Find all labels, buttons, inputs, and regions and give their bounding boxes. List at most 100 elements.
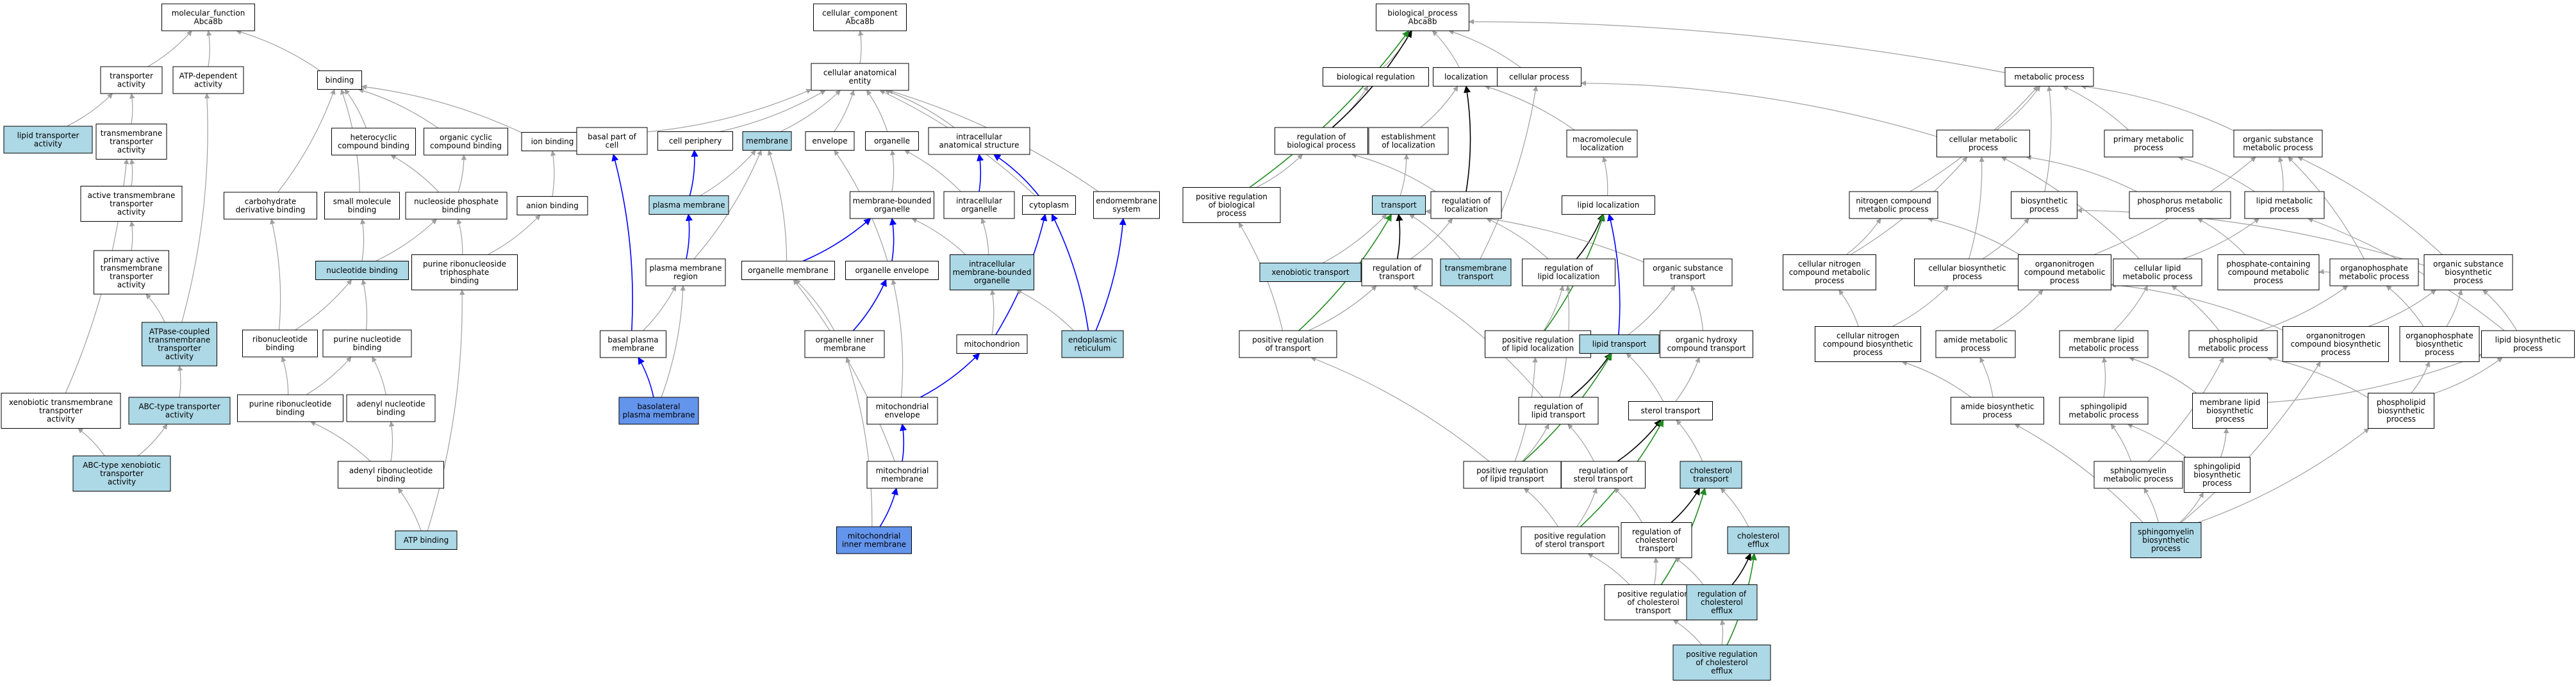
node-atp-binding[interactable]: ATP binding bbox=[395, 531, 458, 550]
node-metabolic-process[interactable]: metabolic process bbox=[2004, 67, 2094, 87]
node-xenobiotic-transport[interactable]: xenobiotic transport bbox=[1259, 263, 1362, 282]
node-envelope[interactable]: envelope bbox=[805, 131, 855, 151]
node-organelle[interactable]: organelle bbox=[865, 131, 919, 151]
node-lipid-transport[interactable]: lipid transport bbox=[1579, 334, 1660, 354]
node-mitochondrion[interactable]: mitochondrion bbox=[956, 334, 1028, 354]
node-membrane[interactable]: membrane bbox=[742, 131, 792, 151]
node-plasma-membrane[interactable]: plasma membrane bbox=[648, 195, 729, 215]
node-ion-binding[interactable]: ion binding bbox=[521, 132, 584, 151]
node-nucleotide-binding[interactable]: nucleotide binding bbox=[315, 261, 409, 280]
node-cytoplasm[interactable]: cytoplasm bbox=[1022, 195, 1076, 215]
node-primary-active-transmembrane-transporter-activity[interactable]: primary activetransmembranetransporterac… bbox=[94, 250, 169, 295]
node-biological-regulation[interactable]: biological regulation bbox=[1323, 67, 1429, 87]
node-localization[interactable]: localization bbox=[1433, 67, 1499, 87]
node-sterol-transport[interactable]: sterol transport bbox=[1628, 401, 1713, 420]
node-cellular-process[interactable]: cellular process bbox=[1497, 67, 1581, 87]
node-organelle-membrane[interactable]: organelle membrane bbox=[741, 261, 835, 280]
node-transport[interactable]: transport bbox=[1372, 195, 1426, 215]
node-lipid-localization[interactable]: lipid localization bbox=[1562, 195, 1655, 215]
node-cell-periphery[interactable]: cell periphery bbox=[657, 131, 733, 151]
node-atpase-coupled-transporter-activity[interactable]: ATPase-coupledtransmembranetransporterac… bbox=[142, 322, 217, 367]
node-binding[interactable]: binding bbox=[317, 70, 362, 90]
